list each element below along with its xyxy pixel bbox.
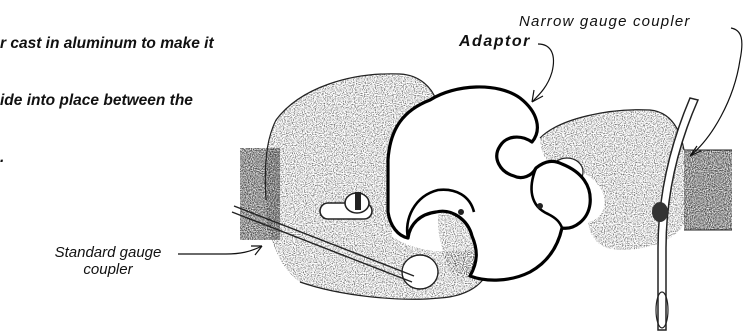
- standard-gauge-leader: [178, 246, 262, 254]
- label-narrow-gauge-coupler: Narrow gauge coupler: [519, 13, 691, 30]
- label-standard-gauge-line1: Standard gauge: [38, 244, 178, 261]
- adaptor-leader: [532, 44, 553, 102]
- coupler-knob: [402, 255, 438, 289]
- label-standard-gauge-coupler: Standard gauge coupler: [38, 244, 178, 278]
- label-standard-gauge-line2: coupler: [38, 261, 178, 278]
- label-adaptor: Adaptor: [459, 33, 531, 50]
- narrow-gauge-leader: [690, 28, 742, 156]
